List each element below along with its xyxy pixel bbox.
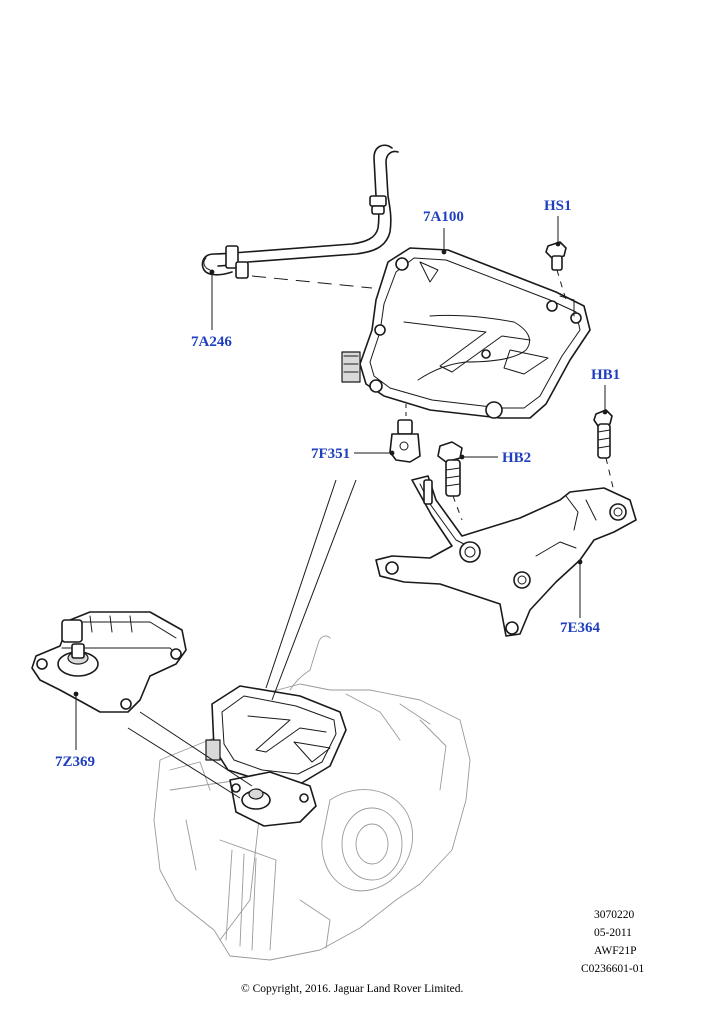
reference-date: 05-2011 [594, 927, 632, 939]
breather-hose-part [201, 144, 399, 279]
callout-7e364[interactable]: 7E364 [560, 620, 601, 636]
callout-7z369[interactable]: 7Z369 [55, 754, 96, 770]
callout-hb1[interactable]: HB1 [591, 367, 621, 383]
transmission-assembly-part [153, 635, 471, 961]
sensor-7f351-part [389, 419, 421, 463]
bolt-hb1-part [593, 409, 613, 459]
callout-7a246[interactable]: 7A246 [191, 334, 232, 350]
callout-hb2[interactable]: HB2 [502, 450, 532, 466]
valve-body-part [341, 247, 591, 419]
bolt-hb2-part [437, 441, 463, 497]
sensor-7z369-part [31, 611, 187, 713]
bracket-7e364-part [375, 475, 637, 637]
reference-code: C0236601-01 [581, 963, 645, 975]
callout-7f351[interactable]: 7F351 [311, 446, 351, 462]
callout-hs1[interactable]: HS1 [544, 198, 572, 214]
callout-7a100[interactable]: 7A100 [423, 209, 464, 225]
reference-number: 3070220 [594, 909, 635, 921]
copyright-notice: © Copyright, 2016. Jaguar Land Rover Lim… [241, 983, 464, 995]
reference-model: AWF21P [594, 945, 637, 957]
bolt-hs1-part [545, 241, 567, 271]
